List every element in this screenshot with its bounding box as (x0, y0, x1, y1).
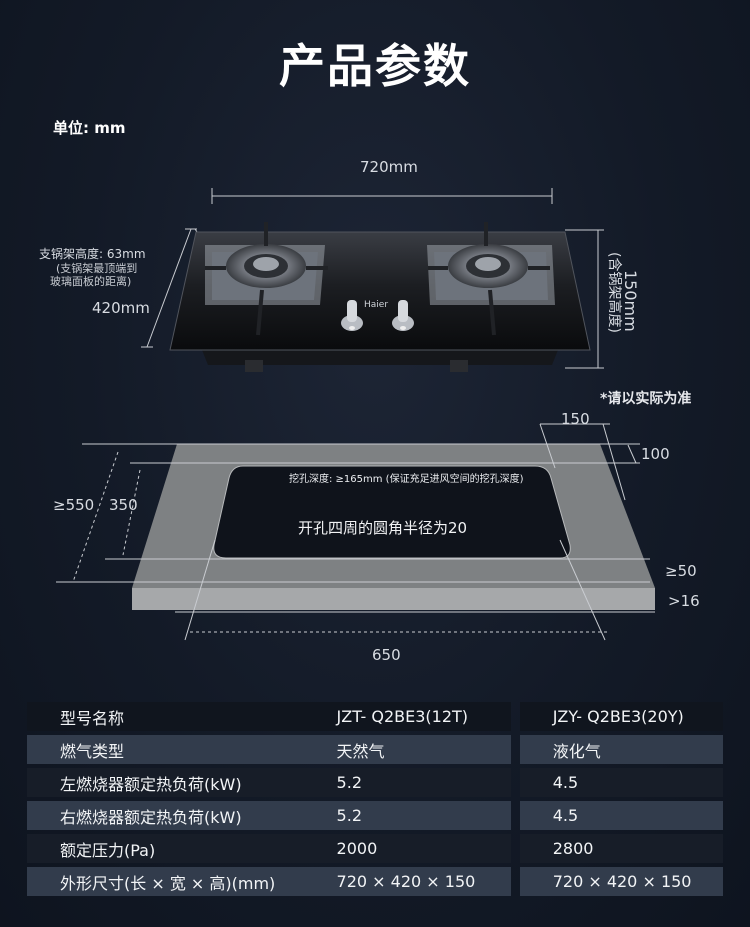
support-height-note-1: (支锅架最顶端到 (56, 262, 138, 275)
stove-width-label: 720mm (360, 158, 418, 176)
model-20y-value: 4.5 (519, 768, 723, 797)
left-burner (205, 222, 328, 336)
cutout-width-label: 650 (372, 646, 401, 664)
cutout-left-outer-label: ≥550 (53, 496, 95, 514)
countertop-thickness-label: >16 (668, 592, 700, 610)
spec-table: 型号名称 JZT- Q2BE3(12T) JZY- Q2BE3(20Y) 燃气类… (27, 698, 723, 900)
support-height-note-2: 玻璃面板的距离) (50, 275, 132, 288)
model-12t-value: 5.2 (303, 768, 511, 797)
model-20y-value: JZY- Q2BE3(20Y) (519, 702, 723, 731)
brand-logo: Haier (364, 300, 389, 310)
row-label: 额定压力(Pa) (27, 834, 304, 863)
row-label: 型号名称 (27, 702, 304, 731)
disclaimer-note: *请以实际为准 (600, 391, 692, 407)
row-label: 左燃烧器额定热负荷(kW) (27, 768, 304, 797)
dimension-diagram (56, 188, 655, 641)
gas-stove-image (169, 222, 591, 372)
cutout-depth-note: 挖孔深度: ≥165mm (保证充足进风空间的挖孔深度) (289, 474, 524, 485)
table-row: 外形尺寸(长 × 宽 × 高)(mm) 720 × 420 × 150 720 … (27, 867, 723, 896)
model-20y-value: 液化气 (519, 735, 723, 764)
table-row: 右燃烧器额定热负荷(kW) 5.2 4.5 (27, 801, 723, 830)
cutout-dimension-lines (56, 423, 655, 641)
model-20y-value: 4.5 (519, 801, 723, 830)
model-12t-value: 2000 (303, 834, 511, 863)
row-label: 外形尺寸(长 × 宽 × 高)(mm) (27, 867, 304, 896)
model-12t-value: 5.2 (303, 801, 511, 830)
unit-label: 单位: mm (53, 119, 126, 137)
model-20y-value: 720 × 420 × 150 (519, 867, 723, 896)
stove-height-sub-label: (含锅架高度) (606, 252, 622, 333)
cutout-right-bottom-label: ≥50 (665, 562, 697, 580)
cutout-top-margin-label: 150 (561, 410, 590, 428)
row-label: 燃气类型 (27, 735, 304, 764)
stove-depth-label: 420mm (92, 299, 150, 317)
cutout-left-inner-label: 350 (109, 496, 138, 514)
table-row: 燃气类型 天然气 液化气 (27, 735, 723, 764)
row-label: 右燃烧器额定热负荷(kW) (27, 801, 304, 830)
table-row: 型号名称 JZT- Q2BE3(12T) JZY- Q2BE3(20Y) (27, 702, 723, 731)
model-20y-value: 2800 (519, 834, 723, 863)
left-knob (341, 300, 363, 331)
right-knob (392, 300, 414, 331)
countertop-cutout (132, 444, 655, 610)
cutout-corner-note: 开孔四周的圆角半径为20 (298, 519, 468, 537)
model-12t-value: 天然气 (303, 735, 511, 764)
model-12t-value: JZT- Q2BE3(12T) (303, 702, 511, 731)
table-row: 左燃烧器额定热负荷(kW) 5.2 4.5 (27, 768, 723, 797)
table-row: 额定压力(Pa) 2000 2800 (27, 834, 723, 863)
cutout-right-top-label: 100 (641, 445, 670, 463)
model-12t-value: 720 × 420 × 150 (303, 867, 511, 896)
support-height-label: 支锅架高度: 63mm (39, 247, 146, 261)
page-title: 产品参数 (279, 39, 471, 93)
right-burner (427, 222, 555, 336)
